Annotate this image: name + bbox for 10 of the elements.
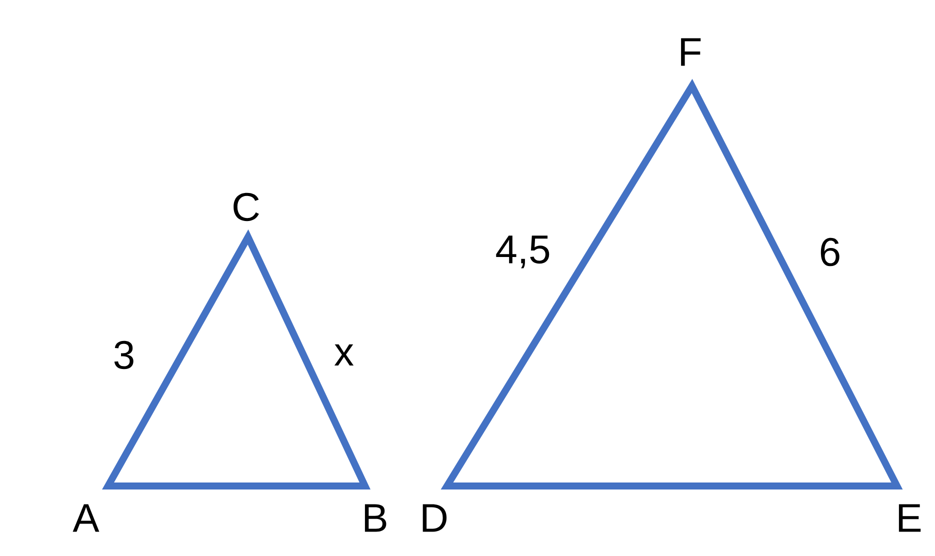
side-length-label: 3: [114, 340, 134, 370]
side-length-label: x: [334, 344, 354, 366]
vertex-label: F: [681, 38, 701, 66]
vertex-label: C: [234, 192, 259, 222]
vertex-label: D: [422, 504, 447, 532]
side-length-label: 6: [820, 238, 840, 266]
vertex-label: E: [898, 504, 921, 532]
side-length-label: 4,5: [496, 236, 550, 268]
vertex-label: A: [72, 504, 100, 532]
vertex-label: B: [364, 504, 386, 532]
